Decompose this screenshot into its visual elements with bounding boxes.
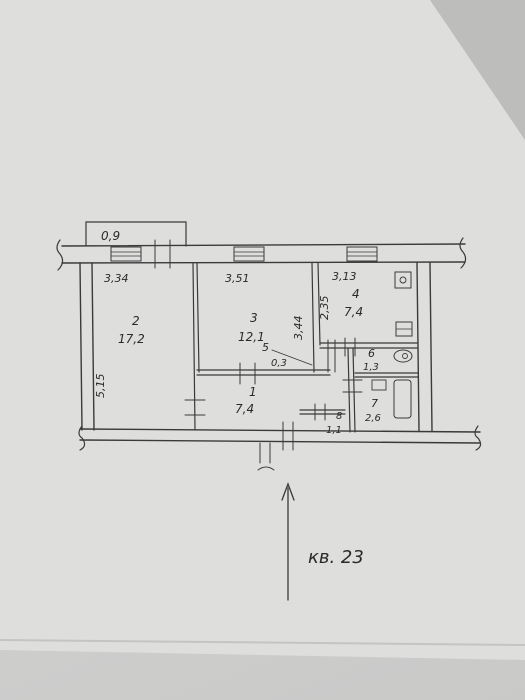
window-room3 (233, 246, 265, 262)
balcony-outline (85, 221, 187, 247)
room-6-area: 1,3 (363, 362, 379, 373)
room-5-area: 0,3 (271, 358, 287, 369)
partition-3-4 (311, 262, 315, 373)
outer-wall-top-inner (61, 261, 466, 264)
label-wall-room4-left: 2,35 (318, 296, 331, 321)
apartment-label: кв. 23 (308, 547, 364, 568)
label-wall-top-room2: 3,34 (104, 272, 129, 285)
bathtub-fixture (393, 379, 412, 419)
partition-bath (347, 347, 351, 433)
room-8-area: 1,1 (326, 425, 342, 436)
outer-wall-top (61, 243, 466, 247)
room-1-area: 7,4 (235, 402, 254, 416)
partition-2-3 (192, 262, 196, 431)
room-4-area: 7,4 (344, 305, 363, 319)
room-2-area: 17,2 (118, 332, 145, 346)
room-7-area: 2,6 (365, 413, 381, 424)
outer-wall-left-inner (91, 262, 95, 431)
room-7-number: 7 (371, 397, 378, 410)
label-wall-top-room4: 3,13 (332, 270, 357, 283)
label-wall-room2-left: 5,15 (94, 374, 107, 399)
room-6-number: 6 (368, 347, 375, 360)
room-3-number: 3 (250, 311, 258, 325)
outer-wall-bottom-inner (79, 439, 481, 444)
room-2-number: 2 (132, 314, 140, 328)
room-4-number: 4 (352, 287, 360, 301)
label-wall-top-room3: 3,51 (225, 272, 250, 285)
room-3-area: 12,1 (238, 330, 265, 344)
outer-wall-right (416, 262, 420, 432)
label-balcony-width: 0,9 (101, 229, 120, 243)
window-room2 (110, 246, 142, 262)
room-5-number: 5 (262, 341, 269, 354)
outer-wall-left (79, 262, 83, 431)
wall-break-left (56, 239, 64, 271)
outer-wall-bottom (79, 428, 481, 433)
room-8-number: 8 (336, 411, 342, 422)
stove-fixture (394, 271, 412, 289)
paper-shadow-right (430, 0, 525, 140)
window-room4 (346, 246, 378, 262)
room-1-number: 1 (249, 385, 257, 399)
paper-sheet (0, 0, 525, 660)
label-wall-room3-right: 3,44 (292, 316, 305, 341)
wall-break-right (459, 237, 467, 269)
toilet-fixture (393, 349, 413, 363)
paper-fold (0, 639, 525, 646)
